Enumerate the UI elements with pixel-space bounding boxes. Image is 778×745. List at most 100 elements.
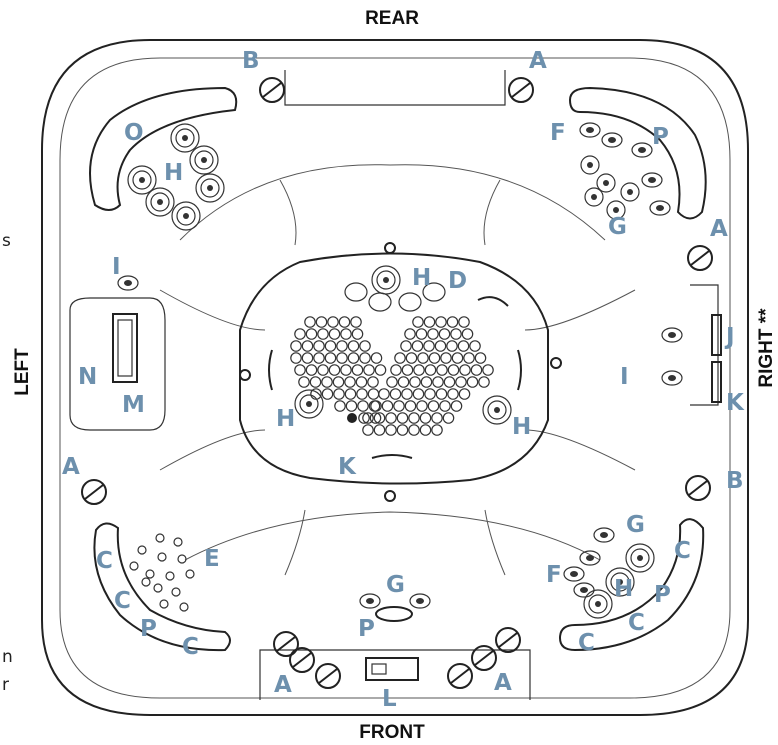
rotary-jet-inner	[299, 394, 319, 414]
foot-jet	[390, 364, 402, 376]
callout-label: H	[164, 160, 183, 186]
valve-knob	[315, 663, 341, 689]
foot-jet	[393, 400, 405, 412]
foot-jet	[321, 376, 333, 388]
rotary-jet-inner	[150, 192, 170, 212]
foot-jet	[290, 340, 302, 352]
foot-jet	[446, 316, 459, 328]
directional-jet-core	[124, 280, 132, 286]
rotary-jet-core	[306, 401, 312, 407]
callout-label: P	[652, 124, 669, 150]
foot-jet	[457, 340, 470, 352]
directional-jet	[661, 327, 683, 343]
rotary-jet-inner	[132, 170, 152, 190]
foot-jet	[463, 352, 475, 364]
directional-jet	[563, 566, 585, 582]
foot-jet	[336, 352, 348, 364]
callout-label: B	[242, 48, 260, 74]
foot-jet	[290, 352, 302, 364]
pillow-rear-left	[89, 86, 238, 211]
callout-label: A	[529, 48, 547, 74]
valve-handle	[688, 480, 708, 496]
valve-knob	[289, 647, 315, 673]
foot-jet	[461, 328, 474, 340]
foot-jet	[411, 340, 424, 352]
small-rotary-jet	[580, 155, 600, 175]
small-jets	[117, 122, 683, 612]
foot-jet	[450, 400, 463, 412]
side-label-rear: REAR	[365, 8, 419, 29]
foot-jet	[294, 364, 306, 376]
foot-jet	[386, 376, 398, 388]
foot-jet	[442, 412, 455, 424]
directional-jet	[409, 593, 431, 609]
valve-knob	[471, 645, 497, 671]
foot-jet	[367, 388, 380, 400]
foot-jet	[408, 424, 420, 436]
foot-jet	[315, 316, 328, 328]
foot-jet	[435, 316, 447, 328]
valve-knob	[685, 475, 711, 501]
side-label-right: RIGHT **	[756, 308, 777, 388]
filter-compartment	[69, 297, 166, 431]
rotary-jet-core	[207, 185, 213, 191]
valve-knob	[687, 245, 713, 271]
foot-jet	[362, 412, 374, 424]
foot-jet	[324, 352, 337, 364]
rotary-jet-inner	[487, 400, 507, 420]
foot-jet	[301, 352, 314, 364]
rotary-jet-inner	[176, 206, 196, 226]
callout-label: D	[448, 268, 467, 294]
pin-jet	[137, 545, 147, 555]
rotary-jet-core	[201, 157, 207, 163]
foot-jet	[344, 376, 356, 388]
foot-jet	[367, 376, 379, 388]
foot-jet	[389, 388, 402, 400]
valve-handle	[511, 82, 531, 98]
foot-jet	[351, 364, 364, 376]
foot-jet	[301, 340, 314, 352]
foot-jet	[413, 364, 425, 376]
rotary-jet-ring	[625, 543, 655, 573]
foot-jet	[427, 400, 440, 412]
small-rotary-jet	[620, 182, 640, 202]
rotary-jet-core	[183, 213, 189, 219]
neck-jet	[422, 282, 446, 302]
stray-letter-3: r	[2, 675, 9, 695]
callout-label: K	[726, 390, 745, 416]
foot-jet	[370, 400, 382, 412]
foot-jet	[397, 376, 410, 388]
rotary-jet-ring	[189, 145, 219, 175]
pin-jet	[153, 583, 163, 593]
drain-front	[384, 490, 396, 502]
rotary-jets	[127, 123, 655, 619]
directional-jet-core	[586, 127, 594, 133]
foot-jet	[405, 352, 418, 364]
foot-jet	[358, 412, 370, 424]
foot-jet	[458, 388, 471, 400]
foot-jet	[434, 340, 447, 352]
rotary-jet-core	[617, 579, 623, 585]
foot-jet	[446, 340, 458, 352]
callout-letters: A A A A A B B C C C C C C D E F F G G G …	[62, 48, 745, 712]
neck-jet	[344, 282, 368, 302]
side-control-upper	[711, 314, 722, 356]
diverter-valves	[81, 77, 713, 689]
seat-contour-front	[184, 511, 601, 561]
foot-jet	[470, 364, 483, 376]
foot-jet	[401, 388, 413, 400]
rotary-jet-inner	[630, 548, 650, 568]
foot-jet	[370, 352, 383, 364]
foot-jet	[412, 316, 424, 328]
rear-notch	[284, 70, 506, 106]
callout-label: B	[726, 468, 744, 494]
foot-jet	[321, 388, 334, 400]
valve-handle	[318, 668, 338, 684]
callout-label: C	[628, 610, 645, 636]
foot-jet	[305, 364, 318, 376]
foot-jet	[482, 364, 494, 376]
valve-handle	[276, 636, 296, 652]
directional-jet	[601, 132, 623, 148]
callout-label: A	[494, 670, 512, 696]
